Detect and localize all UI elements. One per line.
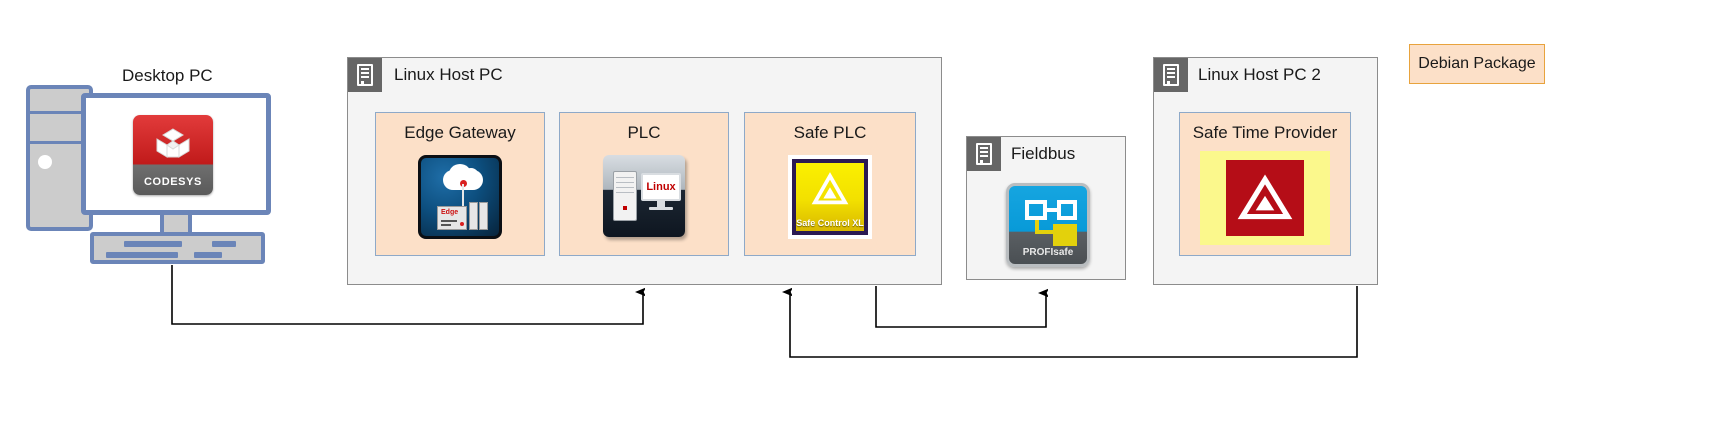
desktop-pc-node[interactable]: Desktop PC CODESYS [20, 60, 280, 265]
server-icon [1154, 58, 1188, 92]
component-label: Safe PLC [793, 123, 867, 142]
host-title: Fieldbus [1011, 144, 1076, 163]
profisafe-icon: PROFIsafe [1006, 183, 1090, 267]
profisafe-wordmark: PROFIsafe [1022, 247, 1074, 258]
codesys-wordmark: CODESYS [144, 176, 202, 188]
safe-time-provider-icon [1200, 151, 1330, 245]
component-edge-gateway[interactable]: Edge Gateway Edge [375, 112, 545, 256]
desktop-pc-label: Desktop PC [122, 66, 213, 85]
edge-gateway-icon: Edge [418, 155, 502, 239]
server-icon [967, 137, 1001, 171]
pc-keyboard-icon [90, 232, 265, 264]
component-label: Edge Gateway [404, 123, 516, 142]
host-linux-host-pc[interactable]: Linux Host PC Edge Gateway Edge P [347, 57, 942, 285]
server-icon [348, 58, 382, 92]
linux-plc-icon: Linux [603, 155, 685, 237]
host-title: Linux Host PC 2 [1198, 65, 1321, 84]
codesys-logo-icon: CODESYS [133, 115, 213, 195]
host-fieldbus[interactable]: Fieldbus PROFIsafe [966, 136, 1126, 280]
safe-control-xl-icon: Safe Control XL [788, 155, 872, 239]
linux-monitor: Linux [641, 173, 681, 201]
component-label: Safe Time Provider [1192, 123, 1338, 142]
host-linux-host-pc-2[interactable]: Linux Host PC 2 Safe Time Provider [1153, 57, 1378, 285]
safe-control-xl-wordmark: Safe Control XL [796, 218, 864, 228]
component-safe-plc[interactable]: Safe PLC Safe Control XL [744, 112, 916, 256]
component-label: PLC [627, 123, 661, 142]
connector-host-to-fieldbus [875, 286, 1046, 328]
legend-debian-package[interactable]: Debian Package [1409, 44, 1545, 84]
monitor-stand [160, 215, 192, 237]
host-title: Linux Host PC [394, 65, 503, 84]
pc-monitor-icon: CODESYS [81, 93, 271, 215]
component-safe-time-provider[interactable]: Safe Time Provider [1179, 112, 1351, 256]
component-plc[interactable]: PLC Linux [559, 112, 729, 256]
linux-wordmark: Linux [646, 181, 676, 193]
connector-host2-to-safeplc [790, 286, 1358, 358]
edge-wordmark: Edge [441, 209, 459, 216]
legend-label: Debian Package [1418, 55, 1536, 72]
